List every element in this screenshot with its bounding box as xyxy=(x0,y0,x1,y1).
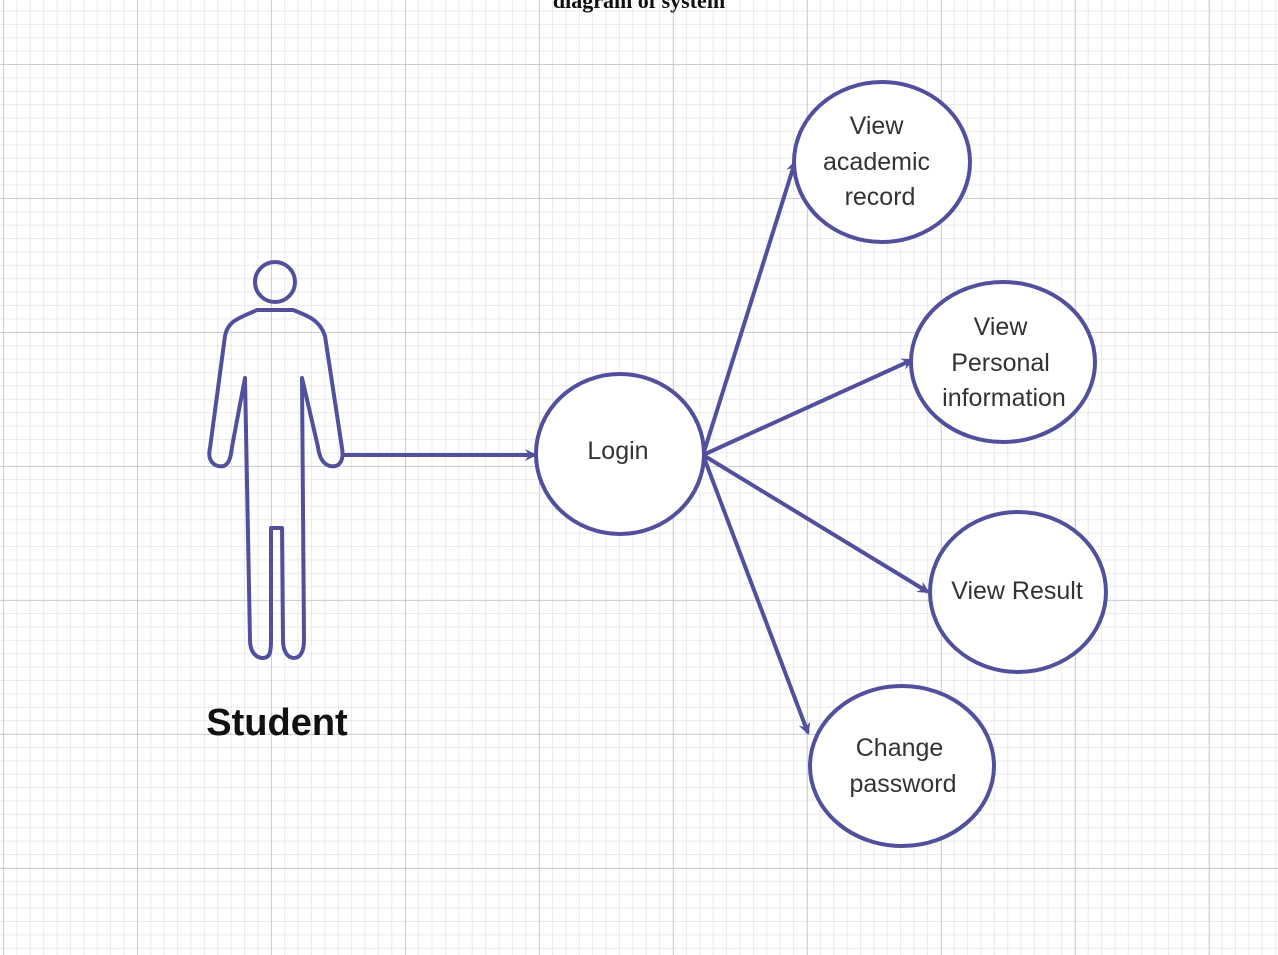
actor-head xyxy=(253,260,297,304)
use-case-change-password[interactable] xyxy=(808,684,996,848)
diagram-heading-text: diagram of system xyxy=(552,0,726,13)
actor-body xyxy=(207,308,345,660)
student-actor-label: Student xyxy=(206,702,348,744)
change-password-label: Change password xyxy=(850,734,957,798)
login-to-result-arrow[interactable] xyxy=(701,453,930,594)
use-case-view-academic-record[interactable] xyxy=(792,80,972,244)
academic-record-label: View academic record xyxy=(823,112,937,211)
student-actor-figure[interactable] xyxy=(207,260,345,660)
login-to-password-arrow[interactable] xyxy=(701,454,811,735)
login-label: Login xyxy=(587,437,648,465)
use-case-view-result[interactable] xyxy=(928,510,1108,674)
view-result-label: View Result xyxy=(951,577,1083,605)
login-to-personal-arrow[interactable] xyxy=(702,358,914,457)
use-case-login[interactable] xyxy=(534,372,706,536)
use-case-view-personal-information[interactable] xyxy=(909,280,1097,444)
personal-information-label: View Personal information xyxy=(942,313,1066,412)
diagram-heading: diagram of system xyxy=(0,0,1278,22)
login-to-academic-arrow[interactable] xyxy=(701,160,798,456)
